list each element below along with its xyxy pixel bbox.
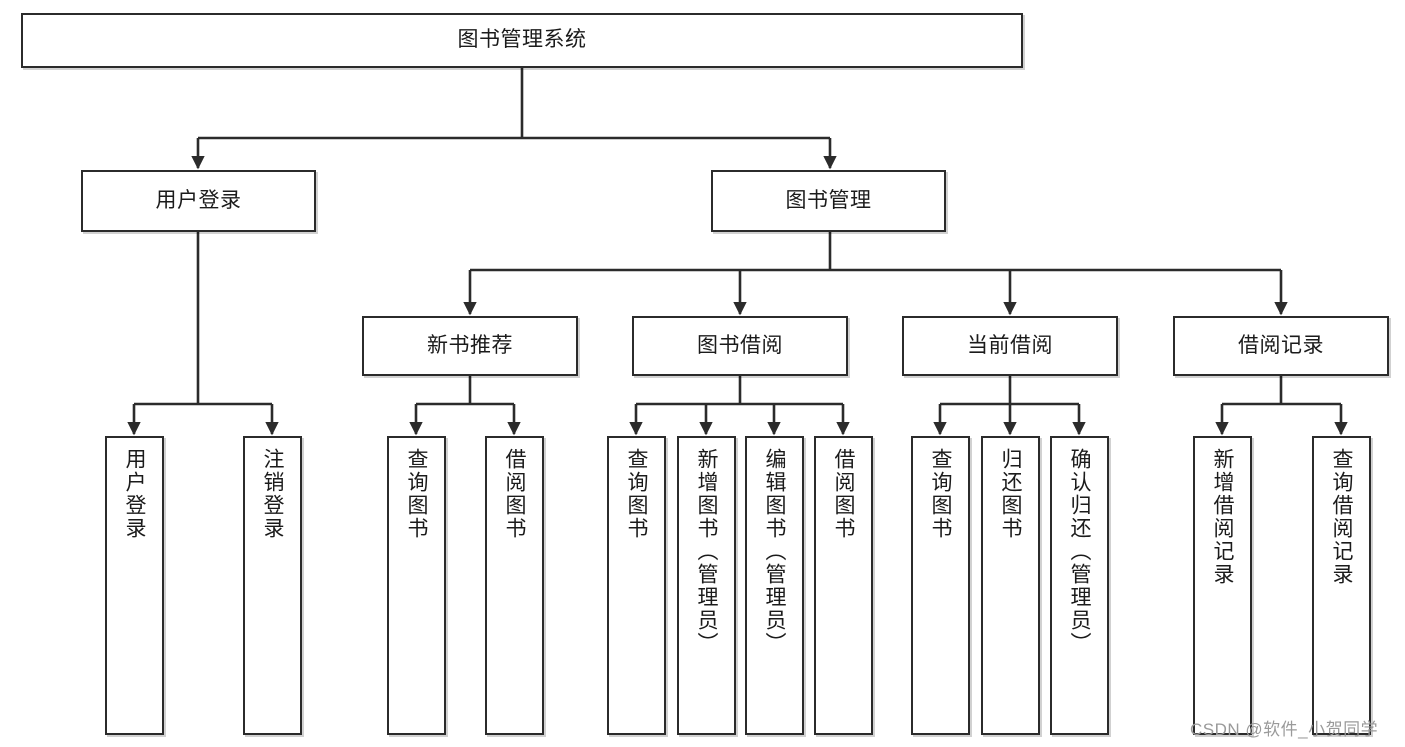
node-leaf-borrow-book[interactable]: 借阅图书 <box>814 436 873 735</box>
node-leaf-confirm-return-admin[interactable]: 确认归还（管理员） <box>1050 436 1109 735</box>
node-leaf-borrow-book-recommend[interactable]: 借阅图书 <box>485 436 544 735</box>
node-leaf-confirm-return-admin-label: 确认归还（管理员） <box>1068 448 1091 655</box>
node-leaf-query-book-borrow-label: 查询图书 <box>625 448 648 540</box>
node-user-login-label: 用户登录 <box>155 188 242 212</box>
node-new-book-recommend[interactable]: 新书推荐 <box>362 316 578 376</box>
node-leaf-borrow-book-recommend-label: 借阅图书 <box>503 448 526 540</box>
node-leaf-query-borrow-record-label: 查询借阅记录 <box>1330 448 1353 586</box>
node-leaf-query-book-current-label: 查询图书 <box>929 448 952 540</box>
node-book-management[interactable]: 图书管理 <box>711 170 946 232</box>
node-leaf-logout-login-label: 注销登录 <box>261 448 284 540</box>
node-leaf-query-book-borrow[interactable]: 查询图书 <box>607 436 666 735</box>
node-user-login[interactable]: 用户登录 <box>81 170 316 232</box>
node-leaf-add-borrow-record[interactable]: 新增借阅记录 <box>1193 436 1252 735</box>
node-leaf-query-book-recommend[interactable]: 查询图书 <box>387 436 446 735</box>
node-new-book-recommend-label: 新书推荐 <box>427 333 513 357</box>
node-root-label: 图书管理系统 <box>457 28 587 52</box>
node-leaf-user-login-label: 用户登录 <box>123 448 146 540</box>
node-book-borrow-label: 图书借阅 <box>697 333 783 357</box>
node-leaf-add-book-admin[interactable]: 新增图书（管理员） <box>677 436 736 735</box>
node-leaf-add-book-admin-label: 新增图书（管理员） <box>695 448 718 655</box>
node-leaf-query-book-current[interactable]: 查询图书 <box>911 436 970 735</box>
node-current-borrow[interactable]: 当前借阅 <box>902 316 1118 376</box>
node-leaf-borrow-book-label: 借阅图书 <box>832 448 855 540</box>
node-leaf-edit-book-admin-label: 编辑图书（管理员） <box>763 448 786 655</box>
node-leaf-add-borrow-record-label: 新增借阅记录 <box>1211 448 1234 586</box>
node-borrow-record-label: 借阅记录 <box>1238 333 1324 357</box>
node-leaf-query-borrow-record[interactable]: 查询借阅记录 <box>1312 436 1371 735</box>
node-leaf-logout-login[interactable]: 注销登录 <box>243 436 302 735</box>
node-book-management-label: 图书管理 <box>785 188 872 212</box>
node-leaf-user-login[interactable]: 用户登录 <box>105 436 164 735</box>
node-leaf-return-book-label: 归还图书 <box>999 448 1022 540</box>
node-leaf-edit-book-admin[interactable]: 编辑图书（管理员） <box>745 436 804 735</box>
node-current-borrow-label: 当前借阅 <box>967 333 1053 357</box>
node-leaf-return-book[interactable]: 归还图书 <box>981 436 1040 735</box>
node-leaf-query-book-recommend-label: 查询图书 <box>405 448 428 540</box>
node-book-borrow[interactable]: 图书借阅 <box>632 316 848 376</box>
node-root[interactable]: 图书管理系统 <box>21 13 1023 68</box>
node-borrow-record[interactable]: 借阅记录 <box>1173 316 1389 376</box>
